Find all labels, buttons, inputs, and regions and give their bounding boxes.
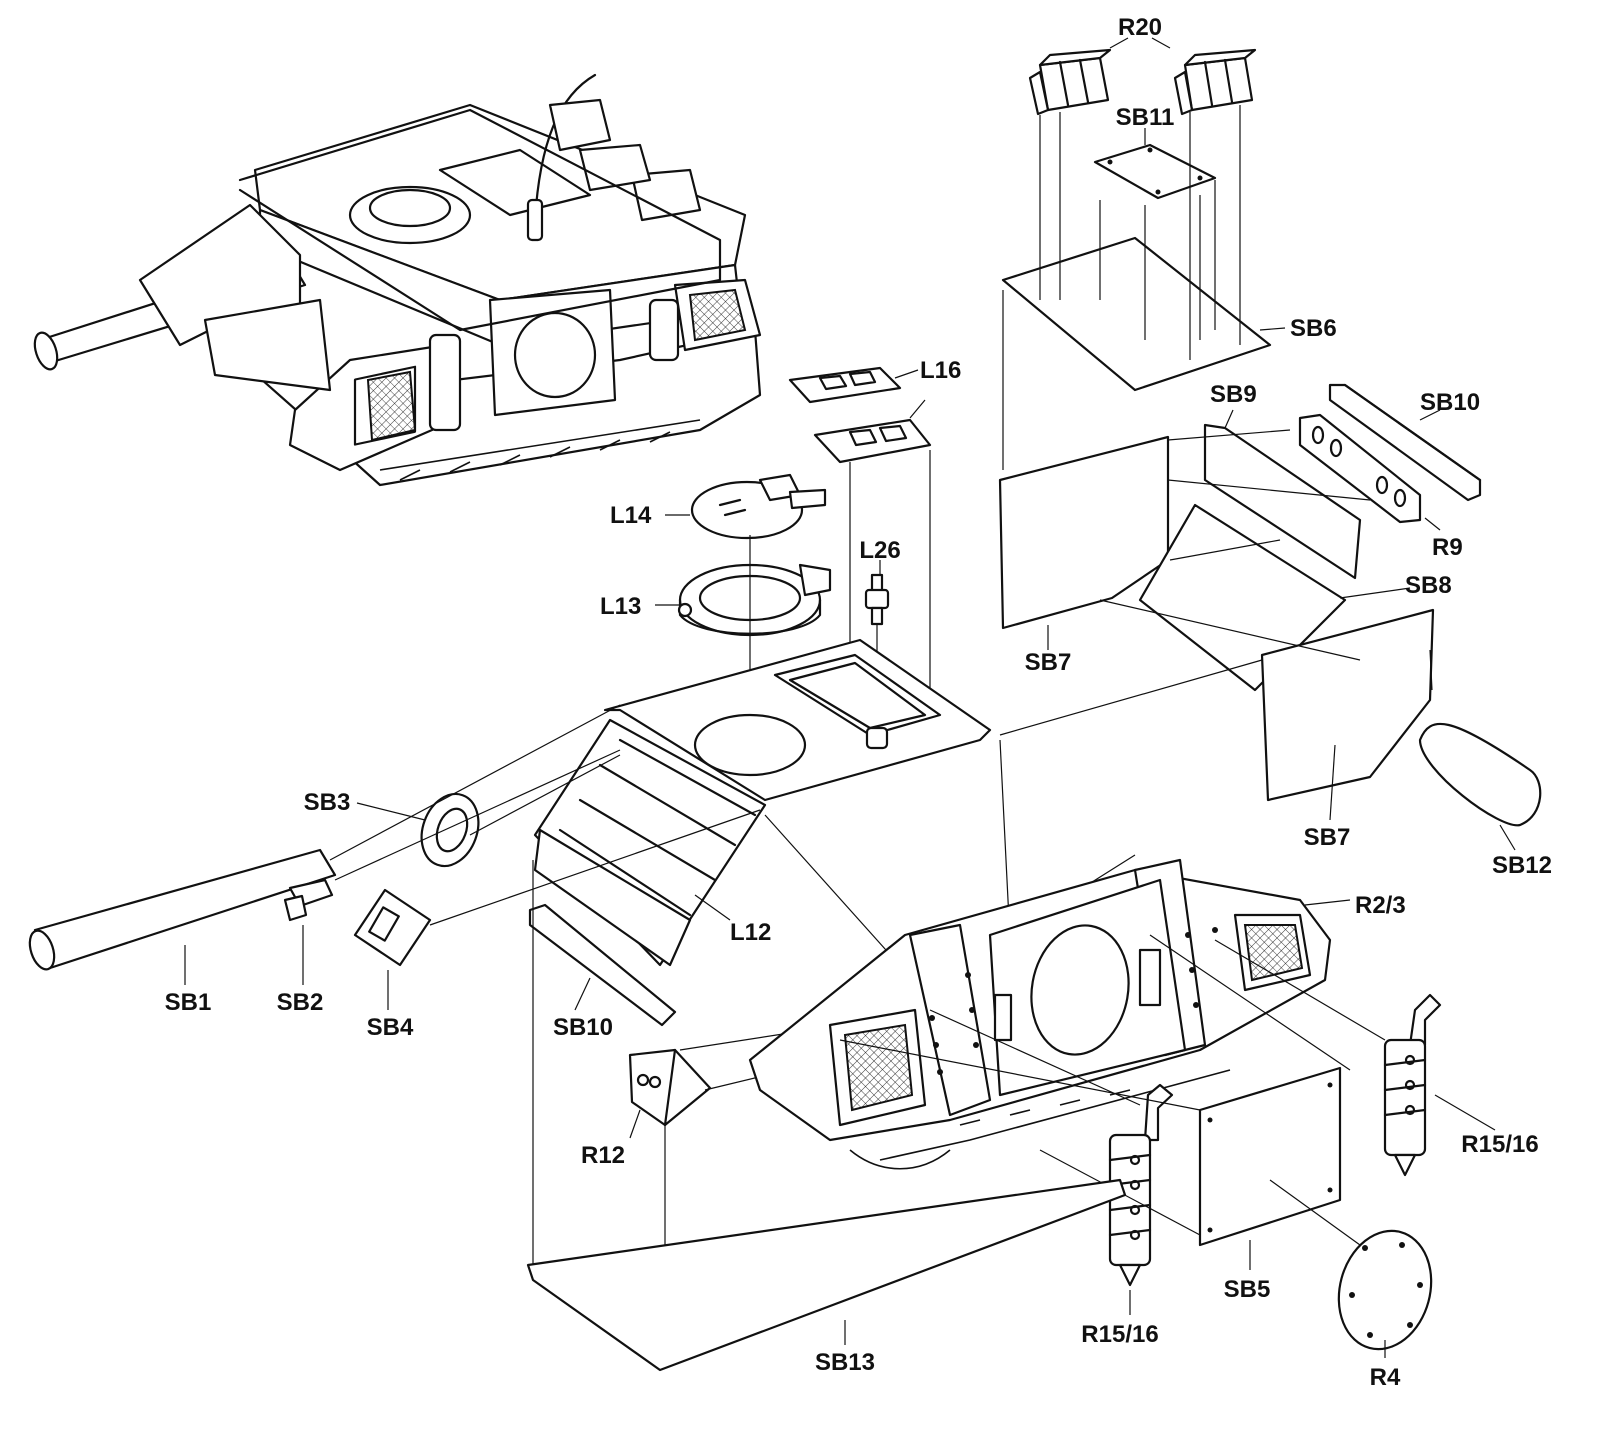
label-l12: L12: [730, 919, 771, 946]
sb13-base-plate: [526, 1178, 1127, 1372]
l26-antenna-mount: [864, 573, 890, 626]
l13-cupola-ring: [677, 563, 832, 637]
r2-3-hull-body: [748, 858, 1332, 1170]
label-r15-16-right: R15/16: [1461, 1131, 1538, 1158]
sb1-gun-barrel: [28, 848, 337, 971]
l12-turret-assembly: [533, 638, 992, 967]
sb6-leader-line: [1259, 327, 1286, 331]
l12-leader-line: [694, 894, 731, 921]
r9-bracket: [1298, 413, 1422, 524]
l16-hatch-piece-upper: [788, 366, 902, 404]
sb7-left-plate: [998, 435, 1170, 630]
sb8-leader-line: [1339, 587, 1411, 599]
sb11-hatch-plate: [1093, 143, 1217, 200]
label-sb1: SB1: [165, 989, 212, 1016]
assembled-vehicle-illustration: [33, 73, 762, 487]
sb12-leader-line: [1499, 824, 1516, 851]
sb8-floor-plate: [1138, 503, 1347, 692]
sb4-hull-plate: [353, 888, 432, 967]
label-sb9: SB9: [1210, 381, 1257, 408]
sb10-top-leader-line: [1419, 409, 1441, 421]
label-l26: L26: [859, 537, 900, 564]
label-sb4: SB4: [367, 1014, 414, 1041]
sb6-roof-plate: [1001, 236, 1272, 392]
label-r15-16-bottom: R15/16: [1081, 1321, 1158, 1348]
label-sb8: SB8: [1405, 572, 1452, 599]
sb5-side-plate: [1198, 1066, 1342, 1247]
sb9-leader-line: [1224, 409, 1234, 429]
label-sb5: SB5: [1224, 1276, 1271, 1303]
label-sb10-top: SB10: [1420, 389, 1480, 416]
r9-leader-line: [1424, 517, 1441, 531]
sb2-barrel-fitting: [283, 878, 334, 922]
assembly-guide-lines-top: [1002, 105, 1241, 470]
label-r2-3: R2/3: [1355, 892, 1406, 919]
sb10-bottom-strip: [528, 903, 677, 1027]
label-l14: L14: [610, 502, 652, 529]
sb10-top-strip: [1328, 383, 1482, 502]
sb3-leader-line: [356, 802, 426, 821]
assembly-guide-lines-right: [999, 429, 1433, 736]
r15-16-right-leader-line: [1434, 1094, 1496, 1131]
label-sb6: SB6: [1290, 315, 1337, 342]
sb3-gun-mantlet: [420, 792, 480, 868]
label-r12: R12: [581, 1142, 625, 1169]
label-r4: R4: [1370, 1364, 1401, 1391]
r12-front-block: [628, 1048, 712, 1127]
assembly-guide-lines-bottom: [839, 934, 1386, 1246]
r20-leader-lines: [1109, 37, 1171, 49]
label-sb7-left: SB7: [1025, 649, 1072, 676]
l14-cupola-hatch: [690, 473, 827, 540]
label-sb10-bottom: SB10: [553, 1014, 613, 1041]
sb9-side-plate: [1203, 423, 1362, 580]
r20-smoke-launcher-right: [1173, 48, 1257, 116]
r15-16-exhaust-right: [1383, 993, 1442, 1177]
sb10-bottom-leader-line: [574, 977, 591, 1011]
r20-smoke-launcher-left: [1028, 48, 1112, 116]
label-sb13: SB13: [815, 1349, 875, 1376]
r12-leader-line: [629, 1109, 641, 1139]
label-r9: R9: [1432, 534, 1463, 561]
label-r20: R20: [1118, 14, 1162, 41]
l16-leader-lines: [894, 369, 926, 419]
r4-hatch-disc: [1337, 1229, 1433, 1351]
label-sb2: SB2: [277, 989, 324, 1016]
r2-3-leader-line: [1304, 899, 1351, 906]
sb7-right-plate: [1260, 608, 1435, 802]
label-sb3: SB3: [304, 789, 351, 816]
sb7-right-leader-line: [1329, 744, 1336, 821]
label-l16: L16: [920, 357, 961, 384]
l16-hatch-piece-lower: [813, 418, 932, 464]
label-l13: L13: [600, 593, 641, 620]
sb12-window-plate: [1418, 722, 1542, 827]
label-sb7-right: SB7: [1304, 824, 1351, 851]
label-sb11: SB11: [1116, 104, 1175, 131]
label-sb12: SB12: [1492, 852, 1552, 879]
